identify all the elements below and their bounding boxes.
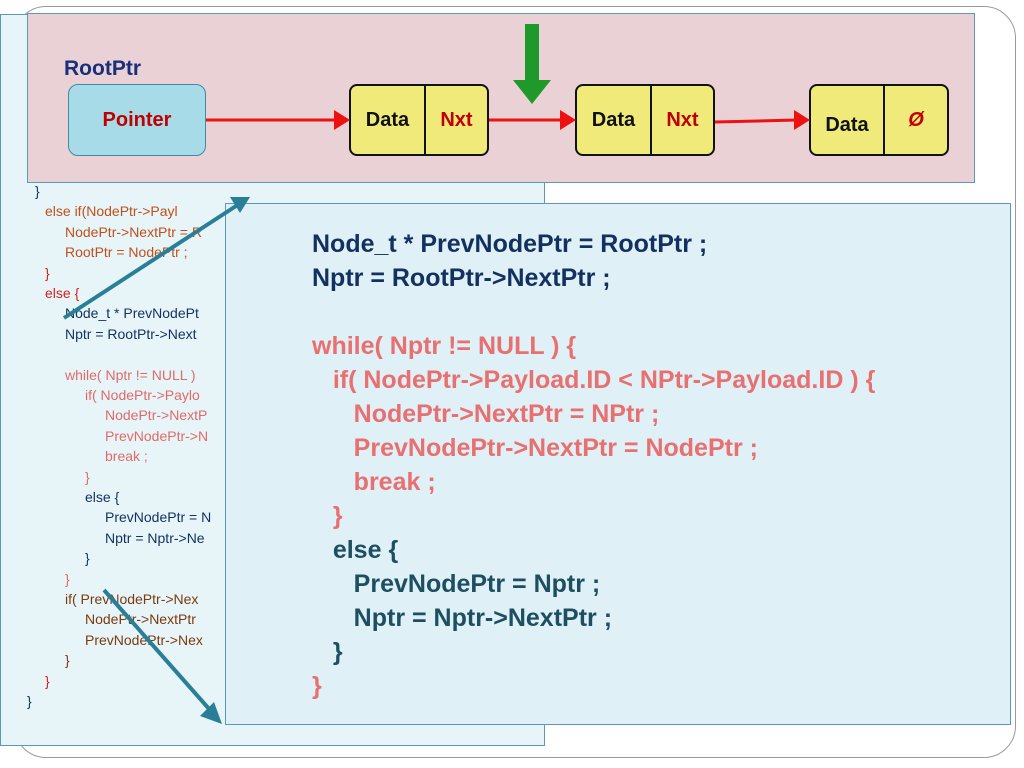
code-panel: Node_t * PrevNodePtr = RootPtr ; Nptr = R… (225, 203, 1011, 725)
background-code-line: else if(NodePtr->Payl (45, 203, 178, 220)
link-arrow-head (334, 110, 350, 130)
code-line: Nptr = Nptr->NextPtr ; (312, 604, 613, 632)
code-line: } (312, 672, 322, 700)
node-data-cell: Data (577, 86, 652, 154)
code-line: Nptr = RootPtr->NextPtr ; (312, 264, 611, 292)
link-arrow-head (560, 110, 576, 130)
background-code-line: NodePtr->NextP (105, 407, 208, 424)
background-code-line: } (45, 264, 50, 281)
background-code-line: } (65, 652, 70, 669)
callout-arrow-down-head (200, 702, 222, 724)
node-data-cell: Data (811, 86, 885, 154)
code-line: while( Nptr != NULL ) { (312, 332, 577, 360)
list-node-1: Data Nxt (349, 84, 489, 156)
background-code-line: NodePtr->NextPtr (85, 611, 196, 628)
callout-arrow-down (102, 588, 212, 712)
code-line: PrevNodePtr->NextPtr = NodePtr ; (312, 434, 758, 462)
node-next-cell: Nxt (666, 108, 699, 131)
background-code-line: Nptr = Nptr->Ne (105, 529, 205, 546)
background-code-line: } (45, 672, 50, 689)
node-data-cell: Data (351, 86, 426, 154)
background-code-line: else { (85, 489, 120, 505)
null-pointer-symbol: Ø (908, 108, 924, 131)
code-line: } (312, 638, 343, 666)
background-code-line: } (27, 693, 32, 709)
callout-arrow-up (62, 204, 238, 320)
node-next-cell: Nxt (440, 108, 473, 131)
insert-arrow-head (513, 80, 551, 104)
code-line: PrevNodePtr = Nptr ; (312, 570, 601, 598)
pointer-label: Pointer (102, 108, 172, 131)
background-code-line: } (65, 570, 70, 587)
code-line: if( NodePtr->Payload.ID < NPtr->Payload.… (312, 366, 876, 394)
background-code-line: Nptr = RootPtr->Next (65, 325, 197, 342)
background-code-line: } (85, 468, 90, 485)
code-line: else { (312, 536, 399, 564)
link-arrow-head (794, 110, 810, 130)
background-code-line: PrevNodePtr->N (105, 427, 209, 444)
code-line: NodePtr->NextPtr = NPtr ; (312, 400, 660, 428)
pointer-box: Pointer (68, 84, 206, 156)
background-code-line: if( NodePtr->Paylo (85, 387, 200, 403)
list-node-3: Data Ø (809, 84, 949, 156)
list-node-2: Data Nxt (575, 84, 715, 156)
link-arrow (714, 118, 798, 124)
code-line: break ; (312, 468, 436, 496)
background-code-line: PrevNodePtr->Nex (85, 631, 203, 648)
background-code-line: while( Nptr != NULL ) (65, 366, 196, 383)
background-code-line: } (85, 550, 90, 567)
callout-arrow-up-head (230, 197, 250, 213)
background-code-line: break ; (105, 448, 148, 465)
background-code-line: RootPtr = NodePtr ; (65, 244, 188, 261)
insert-arrow-shaft (525, 24, 539, 82)
background-code-line: else { (45, 285, 80, 301)
background-code-line: PrevNodePtr = N (105, 509, 212, 526)
background-code-line: } (35, 183, 40, 199)
code-line: Node_t * PrevNodePtr = RootPtr ; (312, 230, 708, 258)
code-line: } (312, 502, 343, 530)
root-pointer-label: RootPtr (64, 57, 141, 80)
